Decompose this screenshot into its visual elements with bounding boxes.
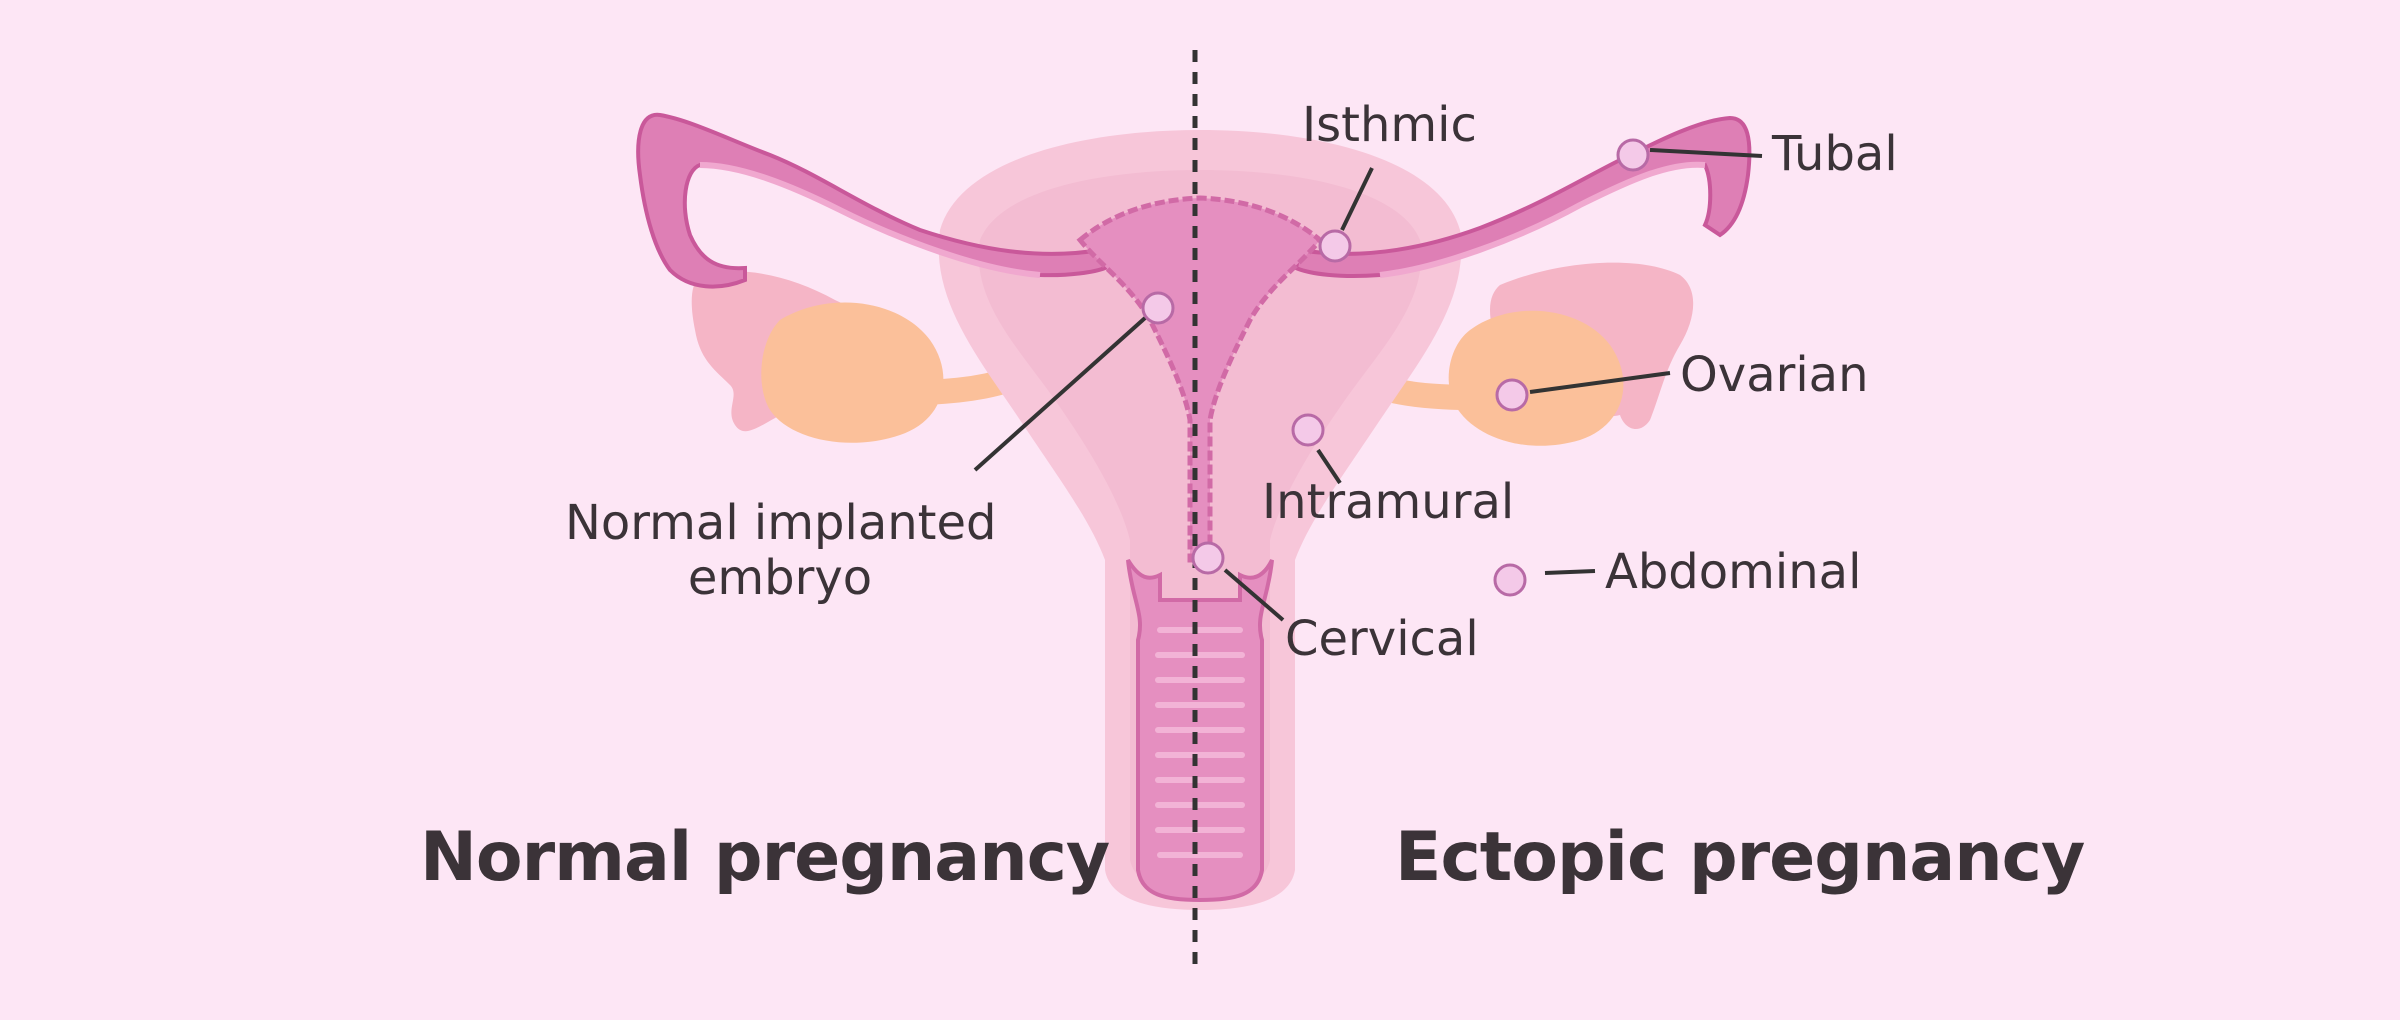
left-ovary-group <box>691 271 1062 443</box>
label-intramural: Intramural <box>1262 474 1515 530</box>
embryo-isthmic <box>1318 229 1352 263</box>
right-ovary-group <box>1318 262 1694 446</box>
leader-lines <box>973 148 1763 622</box>
embryo-abdominal <box>1493 563 1527 597</box>
embryo-ovarian <box>1495 378 1529 412</box>
left-ovarian-ligament <box>905 345 1062 405</box>
label-normal-line1: Normal implanted <box>565 495 997 551</box>
label-isthmic: Isthmic <box>1302 97 1477 153</box>
right-ovary <box>1448 310 1624 446</box>
label-ovarian: Ovarian <box>1680 347 1869 403</box>
label-abdominal: Abdominal <box>1605 544 1862 600</box>
embryo-normal <box>1141 291 1175 325</box>
left-ovary <box>761 302 944 443</box>
label-normal-implanted-embryo: Normal implanted embryo <box>565 495 997 607</box>
embryos <box>1141 138 1650 597</box>
label-tubal: Tubal <box>1772 126 1898 182</box>
embryo-intramural <box>1291 413 1325 447</box>
cervical-canal-folds <box>1155 627 1245 858</box>
heading-normal-pregnancy: Normal pregnancy <box>420 818 1110 897</box>
heading-ectopic-pregnancy: Ectopic pregnancy <box>1395 818 2085 897</box>
embryo-tubal <box>1616 138 1650 172</box>
uterine-cavity <box>1076 195 1324 563</box>
label-normal-line2: embryo <box>687 550 873 607</box>
label-cervical: Cervical <box>1285 611 1479 667</box>
embryo-cervical <box>1191 541 1225 575</box>
